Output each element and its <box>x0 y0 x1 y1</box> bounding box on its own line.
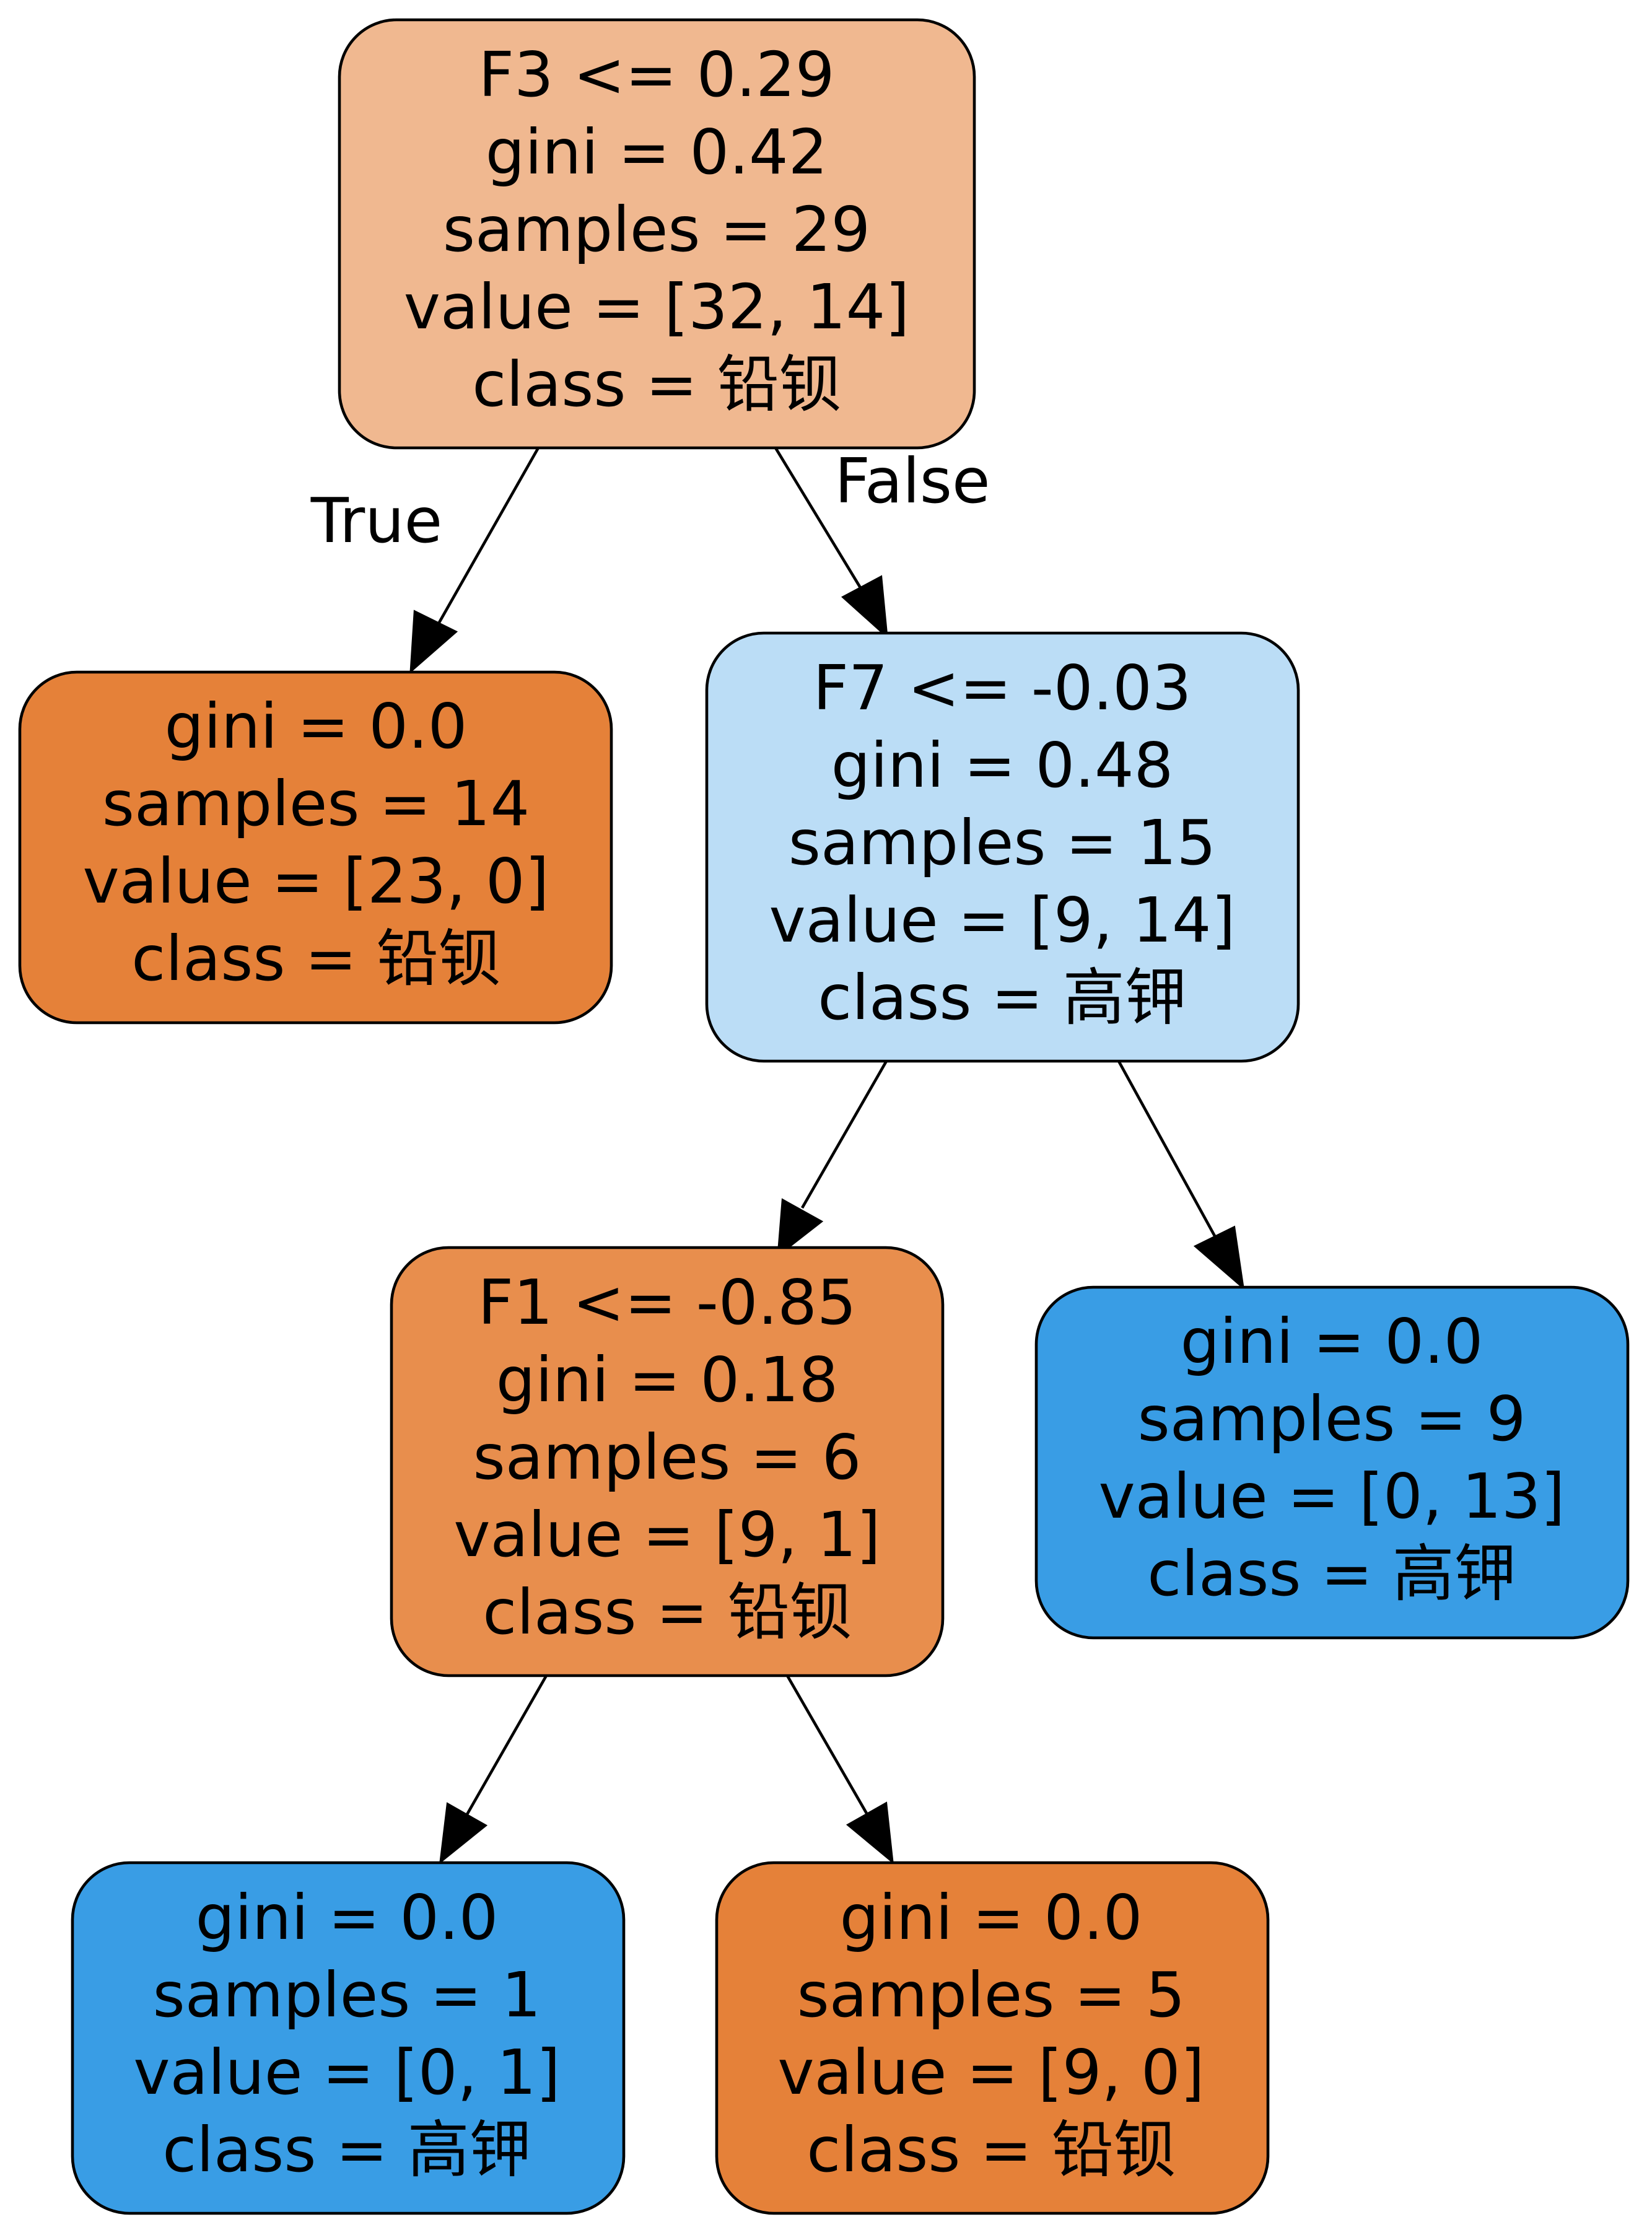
node-line: value = [9, 0] <box>777 2036 1204 2109</box>
node-line: value = [0, 13] <box>1099 1460 1565 1533</box>
node-line: value = [32, 14] <box>404 271 910 343</box>
node-line: samples = 6 <box>473 1421 862 1494</box>
node-line: class = 高钾 <box>818 961 1187 1034</box>
node-line: class = 铅钡 <box>131 922 500 995</box>
node-line: F3 <= 0.29 <box>479 38 835 111</box>
node-line: class = 铅钡 <box>472 348 841 421</box>
node-line: class = 铅钡 <box>483 1576 852 1648</box>
tree-node-leaf-d: gini = 0.0 samples = 5 value = [9, 0] cl… <box>715 1861 1270 2215</box>
node-line: F1 <= -0.85 <box>478 1266 856 1339</box>
node-line: class = 高钾 <box>1147 1537 1516 1610</box>
node-line: samples = 14 <box>102 768 530 840</box>
tree-node-leaf-a: gini = 0.0 samples = 14 value = [23, 0] … <box>18 670 613 1025</box>
tree-node-leaf-b: gini = 0.0 samples = 9 value = [0, 13] c… <box>1034 1285 1630 1640</box>
node-line: gini = 0.48 <box>831 729 1173 802</box>
edge-root-to-leaf-a: True <box>310 447 540 674</box>
node-line: value = [9, 14] <box>769 884 1236 956</box>
node-line: F7 <= -0.03 <box>813 652 1191 724</box>
node-line: gini = 0.0 <box>196 1881 499 1954</box>
tree-node-split-f1: F1 <= -0.85 gini = 0.18 samples = 6 valu… <box>390 1246 945 1677</box>
node-line: samples = 29 <box>443 193 870 266</box>
tree-node-split-f7: F7 <= -0.03 gini = 0.48 samples = 15 val… <box>705 631 1300 1063</box>
arrowhead-icon <box>846 1801 894 1865</box>
edge-split-f1-to-leaf-c <box>439 1674 548 1865</box>
arrowhead-icon <box>777 1198 824 1258</box>
arrowhead-icon <box>409 610 458 674</box>
edge-split-f1-to-leaf-d <box>786 1674 894 1865</box>
tree-node-root: F3 <= 0.29 gini = 0.42 samples = 29 valu… <box>338 18 976 450</box>
node-line: samples = 1 <box>153 1959 541 2031</box>
node-line: value = [23, 0] <box>83 845 549 917</box>
edge-false-label: False <box>834 445 990 517</box>
node-line: samples = 15 <box>789 807 1216 879</box>
tree-nodes: F3 <= 0.29 gini = 0.42 samples = 29 valu… <box>18 18 1630 2215</box>
edge-split-f7-to-split-f1 <box>777 1060 888 1258</box>
node-line: gini = 0.0 <box>1181 1305 1484 1378</box>
node-line: value = [0, 1] <box>133 2036 560 2109</box>
node-line: samples = 5 <box>797 1959 1186 2031</box>
edge-root-to-split-f7: False <box>774 445 990 639</box>
node-line: value = [9, 1] <box>453 1498 880 1571</box>
arrowhead-icon <box>841 575 888 639</box>
tree-edges: True False <box>310 445 1245 1865</box>
node-line: samples = 9 <box>1138 1383 1526 1455</box>
tree-node-leaf-c: gini = 0.0 samples = 1 value = [0, 1] cl… <box>71 1861 626 2215</box>
node-line: gini = 0.0 <box>165 690 468 763</box>
edge-true-label: True <box>310 484 442 557</box>
node-line: gini = 0.18 <box>496 1344 838 1416</box>
node-line: gini = 0.42 <box>486 116 828 188</box>
edge-split-f7-to-leaf-b <box>1117 1060 1245 1290</box>
node-line: class = 铅钡 <box>806 2114 1176 2186</box>
node-line: class = 高钾 <box>162 2114 531 2186</box>
arrowhead-icon <box>1193 1225 1245 1290</box>
node-line: gini = 0.0 <box>840 1881 1143 1954</box>
arrowhead-icon <box>439 1802 488 1865</box>
